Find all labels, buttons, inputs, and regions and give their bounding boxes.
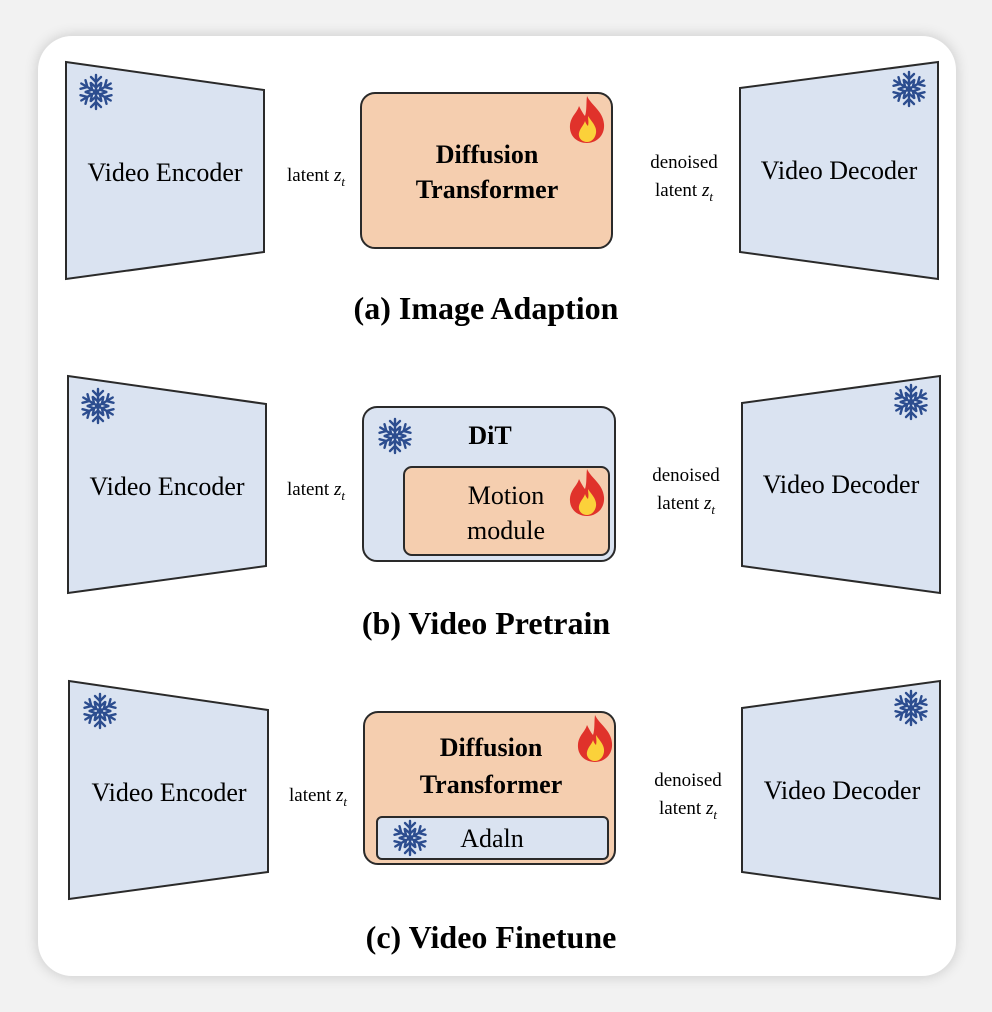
panel-caption: (a) Image Adaption [354,290,619,326]
block-title-line2: Transformer [420,770,562,799]
denoised-label: denoised [654,770,722,791]
video-decoder-block [741,679,941,901]
decoder-label: Video Decoder [764,776,921,805]
block-title-line1: Diffusion [440,733,543,762]
panel-caption: (b) Video Pretrain [362,605,610,641]
block-title-line2: Transformer [416,175,558,204]
decoder-label: Video Decoder [761,156,918,185]
panel-video-finetune: Video Encoder latent zt Diffusion Transf… [68,679,941,955]
diffusion-transformer-block [360,92,613,249]
latent-input-label: latent zt [289,785,347,809]
video-encoder-block [67,374,267,595]
adaln-block [376,816,609,860]
block-title-line1: Diffusion [436,140,539,169]
panel-caption: (c) Video Finetune [366,919,617,955]
panel-video-pretrain: Video Encoder latent zt DiT Motion modul… [67,374,941,641]
video-decoder-block [739,60,939,281]
video-encoder-block [68,679,269,901]
denoised-label: denoised [652,465,720,486]
inner-label-line2: module [467,516,545,545]
block-title: DiT [468,421,511,450]
latent-output-label: latent zt [657,493,715,517]
denoised-label: denoised [650,152,718,173]
video-decoder-block [741,374,941,595]
inner-label-line1: Motion [468,481,545,510]
inner-label: Adaln [460,824,524,853]
encoder-label: Video Encoder [87,158,242,187]
video-encoder-block [65,60,265,281]
panel-image-adaption: Video Encoder latent zt Diffusion Transf… [65,60,939,326]
latent-input-label: latent zt [287,479,345,503]
encoder-label: Video Encoder [91,778,246,807]
latent-output-label: latent zt [655,180,713,204]
motion-module-block [403,466,610,556]
encoder-label: Video Encoder [89,472,244,501]
decoder-label: Video Decoder [763,470,920,499]
latent-input-label: latent zt [287,165,345,189]
latent-output-label: latent zt [659,798,717,822]
